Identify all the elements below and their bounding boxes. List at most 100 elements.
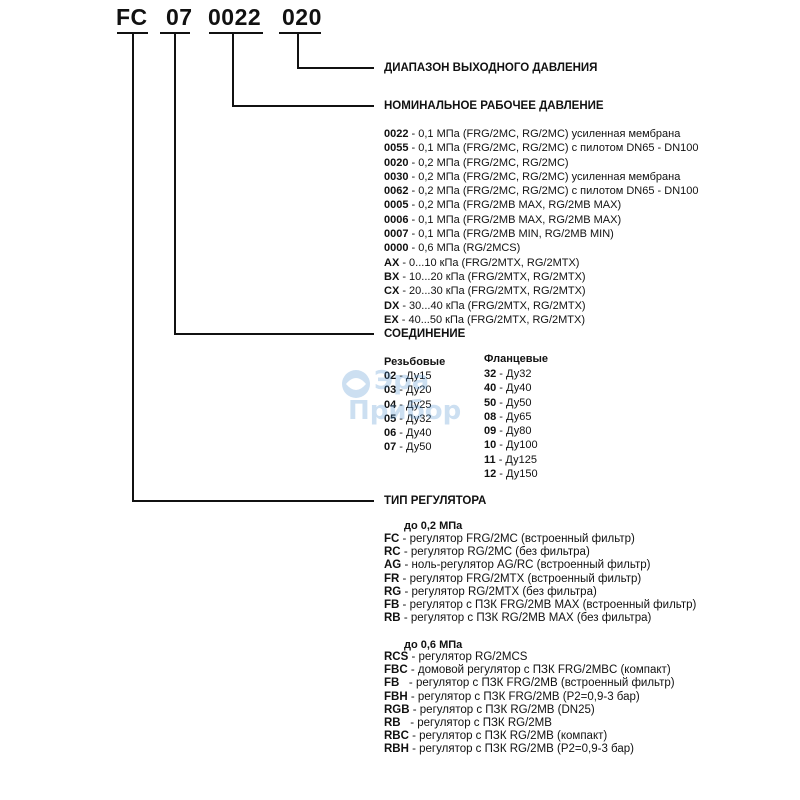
regulator-item-code: FBH	[384, 690, 408, 703]
pressure-item: 0030 - 0,2 МПа (FRG/2MC, RG/2MC) усиленн…	[384, 170, 694, 184]
pressure-item: 0055 - 0,1 МПа (FRG/2MC, RG/2MC) с пилот…	[384, 141, 699, 155]
threaded-item: 03 - Ду20	[384, 383, 431, 397]
pressure-item-text: - 0,2 МПа (FRG/2MB MAX, RG/2MB MAX)	[408, 199, 622, 212]
heading-output-range: ДИАПАЗОН ВЫХОДНОГО ДАВЛЕНИЯ	[384, 62, 598, 74]
regulator-item-code: RBH	[384, 743, 409, 756]
leader-regulator-type	[132, 33, 374, 502]
threaded-item-code: 05	[384, 412, 397, 425]
regulator-item-code: FB	[384, 677, 400, 690]
code-part-connection: 07	[166, 4, 193, 30]
leader-connection	[174, 33, 374, 335]
threaded-item-code: 04	[384, 398, 397, 411]
leader-nominal-pressure	[232, 33, 374, 107]
regulator-item: AG - ноль-регулятор AG/RC (встроенный фи…	[384, 559, 696, 572]
threaded-item-code: 07	[384, 441, 397, 454]
pressure-item-code: 0020	[384, 156, 409, 169]
pressure-item-code: 0062	[384, 185, 409, 198]
pressure-item-code: DX	[384, 299, 400, 312]
threaded-item: 05 - Ду32	[384, 412, 431, 426]
heading-connection: СОЕДИНЕНИЕ	[384, 328, 466, 340]
flanged-item: 08 - Ду65	[484, 410, 538, 424]
flanged-item-text: - Ду100	[496, 439, 538, 452]
regulator-item-code: RGB	[384, 703, 410, 716]
code-part-pressure: 0022	[208, 4, 262, 30]
flanged-item-code: 12	[484, 468, 497, 481]
regulator-item-text: - регулятор с ПЗК RG/2MB (DN25)	[409, 703, 595, 716]
threaded-item: 06 - Ду40	[384, 426, 431, 440]
threaded-heading: Резьбовые	[384, 356, 446, 368]
flanged-item-code: 40	[484, 382, 497, 395]
pressure-item-text: - 0,2 МПа (FRG/2MC, RG/2MC)	[408, 156, 569, 169]
threaded-item-text: - Ду40	[396, 427, 432, 440]
regulator-item: RGB - регулятор с ПЗК RG/2MB (DN25)	[384, 704, 675, 717]
code-part-range: 020	[282, 4, 322, 30]
regulator-item: RBC - регулятор с ПЗК RG/2MB (компакт)	[384, 730, 675, 743]
pressure-item-text: - 0,2 МПа (FRG/2MC, RG/2MC) с пилотом DN…	[408, 185, 699, 198]
regulator-item-text: - регулятор с ПЗК RG/2MB (компакт)	[408, 730, 608, 743]
regulator-item-code: AG	[384, 559, 402, 572]
flanged-item: 09 - Ду80	[484, 424, 538, 438]
regulator-item-text: - регулятор RG/2MTX (без фильтра)	[401, 585, 597, 598]
pressure-item-code: 0022	[384, 128, 409, 140]
pressure-item-text: - 0,1 МПа (FRG/2MC, RG/2MC) усиленная ме…	[408, 128, 681, 140]
regulator-item-code: RG	[384, 585, 402, 598]
pressure-item: 0020 - 0,2 МПа (FRG/2MC, RG/2MC)	[384, 156, 694, 170]
pressure-item-code: 0006	[384, 213, 409, 226]
flanged-item-text: - Ду125	[495, 453, 537, 466]
pressure-item: 0022 - 0,1 МПа (FRG/2MC, RG/2MC) усиленн…	[384, 127, 694, 141]
regulator-item: RG - регулятор RG/2MTX (без фильтра)	[384, 586, 696, 599]
flanged-item-code: 10	[484, 439, 497, 452]
pressure-item: 0005 - 0,2 МПа (FRG/2MB MAX, RG/2MB MAX)	[384, 198, 694, 212]
pressure-item-text: - 20...30 кПа (FRG/2MTX, RG/2MTX)	[399, 285, 586, 298]
code-part-type: FC	[116, 4, 148, 30]
flanged-item: 50 - Ду50	[484, 396, 538, 410]
pressure-item-code: CX	[384, 285, 400, 298]
regulator-item-text: - регулятор с ПЗК FRG/2MB (встроенный фи…	[399, 677, 675, 690]
pressure-item-text: - 40...50 кПа (FRG/2MTX, RG/2MTX)	[398, 313, 585, 326]
flanged-item-text: - Ду50	[496, 396, 532, 409]
threaded-item-text: - Ду25	[396, 398, 432, 411]
pressure-item: AX - 0...10 кПа (FRG/2MTX, RG/2MTX)	[384, 256, 694, 270]
threaded-item-code: 02	[384, 370, 397, 382]
regulator-item-text: - регулятор FRG/2MTX (встроенный фильтр)	[399, 572, 642, 585]
group1-list: FC - регулятор FRG/2MC (встроенный фильт…	[384, 533, 696, 625]
pressure-item: EX - 40...50 кПа (FRG/2MTX, RG/2MTX)	[384, 313, 694, 327]
pressure-item-code: 0000	[384, 242, 409, 255]
pressure-item-text: - 30...40 кПа (FRG/2MTX, RG/2MTX)	[399, 299, 586, 312]
pressure-item: 0000 - 0,6 МПа (RG/2MCS)	[384, 241, 694, 255]
regulator-item-text: - регулятор RG/2MCS	[408, 651, 528, 663]
regulator-item-text: - регулятор с ПЗК RG/2MB	[400, 717, 552, 730]
regulator-item-code: FC	[384, 533, 400, 545]
heading-nominal-pressure: НОМИНАЛЬНОЕ РАБОЧЕЕ ДАВЛЕНИЕ	[384, 100, 604, 112]
flanged-item: 12 - Ду150	[484, 467, 538, 481]
regulator-item-text: - регулятор RG/2MC (без фильтра)	[400, 546, 590, 559]
flanged-item-text: - Ду150	[496, 468, 538, 481]
regulator-item: FB - регулятор с ПЗК FRG/2MB (встроенный…	[384, 677, 675, 690]
flanged-item-text: - Ду40	[496, 382, 532, 395]
regulator-item-text: - регулятор с ПЗК RG/2MB MAX (без фильтр…	[400, 612, 652, 625]
regulator-item: FB - регулятор с ПЗК FRG/2MB MAX (встрое…	[384, 599, 696, 612]
regulator-item-text: - регулятор с ПЗК FRG/2MB MAX (встроенны…	[399, 599, 697, 612]
regulator-item: FC - регулятор FRG/2MC (встроенный фильт…	[384, 533, 696, 546]
group2-heading: до 0,6 МПа	[404, 639, 463, 651]
regulator-item: RBH - регулятор с ПЗК RG/2MB (P2=0,9-3 б…	[384, 743, 675, 756]
pressure-item-text: - 0,2 МПа (FRG/2MC, RG/2MC) усиленная ме…	[408, 170, 681, 183]
pressure-item: DX - 30...40 кПа (FRG/2MTX, RG/2MTX)	[384, 299, 694, 313]
pressure-item-text: - 10...20 кПа (FRG/2MTX, RG/2MTX)	[399, 270, 586, 283]
regulator-item-code: RCS	[384, 651, 409, 663]
threaded-item: 07 - Ду50	[384, 440, 431, 454]
regulator-item: RCS - регулятор RG/2MCS	[384, 651, 675, 664]
heading-regulator-type: ТИП РЕГУЛЯТОРА	[384, 495, 487, 507]
flanged-item: 32 - Ду32	[484, 367, 538, 381]
regulator-item-code: FBC	[384, 664, 408, 677]
pressure-item: 0062 - 0,2 МПа (FRG/2MC, RG/2MC) с пилот…	[384, 184, 699, 198]
regulator-item-text: - ноль-регулятор AG/RC (встроенный фильт…	[401, 559, 651, 572]
threaded-item-code: 03	[384, 384, 397, 397]
threaded-item-text: - Ду20	[396, 384, 432, 397]
flanged-item: 40 - Ду40	[484, 381, 538, 395]
regulator-item-text: - регулятор FRG/2MC (встроенный фильтр)	[399, 533, 635, 545]
